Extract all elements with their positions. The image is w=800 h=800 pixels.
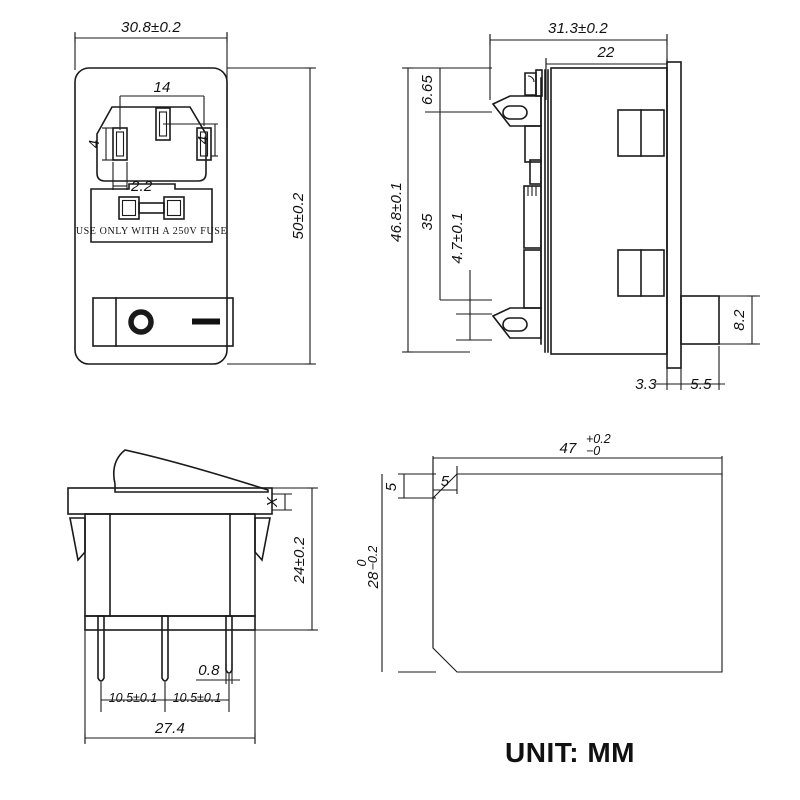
dim-cutout-width [432, 456, 723, 500]
dim-side-bottom-clip-offset [456, 270, 492, 341]
dim-label-pin-offset: 2.2 [130, 178, 153, 195]
switch-on-symbol-icon [192, 318, 220, 325]
dim-label-pin-span: 14 [153, 79, 170, 96]
dim-label-rocker-width: 27.4 [154, 720, 185, 737]
dim-label-cutout-chamfer-vertical: 5 [383, 482, 400, 491]
dim-label-rocker-terminal-thickness: 0.8 [198, 662, 220, 679]
dim-side-depth [489, 34, 668, 100]
dim-side-height [402, 67, 470, 353]
fuse-warning-label: USE ONLY WITH A 250V FUSE [76, 226, 227, 237]
side-contact-block-bottom [617, 249, 665, 297]
side-contact-block-top [617, 109, 665, 157]
rocker-switch-view: X 24±0.2 10.5±0.1 10.5±0.1 [67, 449, 318, 744]
rocker-terminal-3 [225, 615, 233, 674]
dim-cutout-chamfer-vertical [398, 473, 436, 499]
rocker-latch-left [69, 517, 86, 562]
dim-side-tab-height [719, 295, 760, 345]
unit-note: UNIT: MM [505, 737, 635, 768]
side-body-block [550, 67, 668, 355]
dim-rocker-terminal-thickness [196, 664, 240, 684]
dim-label-pin-width-left: 4 [86, 140, 103, 149]
dim-rocker-pitch-a [100, 682, 166, 712]
fuse-symbol [118, 196, 185, 220]
dim-label-cutout-height-tol-upper: 0 [355, 559, 369, 566]
inlet-pin-neutral [196, 127, 212, 161]
rocker-paddle[interactable] [112, 449, 269, 493]
dim-pin-width-right [163, 123, 218, 157]
dim-label-side-depth: 31.3±0.2 [548, 20, 608, 37]
dim-rocker-width [84, 630, 256, 744]
front-body-outline [74, 67, 228, 365]
dim-pin-width-left [102, 127, 118, 161]
fuse-holder-outline [90, 183, 213, 243]
dim-label-front-width: 30.8±0.2 [121, 19, 181, 36]
cutout-outline [432, 473, 723, 673]
dim-label-side-bottom-clip-offset: 4.7±0.1 [449, 212, 466, 263]
dim-label-rocker-pitch-b: 10.5±0.1 [173, 691, 222, 705]
iec-inlet-recess [96, 106, 207, 182]
side-rear-tab [680, 295, 720, 345]
dim-label-cutout-width-tol-upper: +0.2 [586, 432, 611, 446]
dim-rocker-height [255, 487, 318, 631]
dim-label-pin-width-right: 4 [195, 136, 212, 145]
side-front-flange [666, 61, 682, 369]
dim-pin-offset [112, 162, 128, 190]
front-view: 14 4 4 2.2 [74, 19, 316, 365]
side-bottom-mounting-clip [491, 307, 542, 339]
dim-cutout-chamfer-horizontal [432, 458, 458, 500]
side-terminal-stack [523, 125, 542, 309]
rocker-base-plate [84, 615, 256, 631]
dim-label-rocker-bezel-lip: X [264, 496, 281, 508]
dim-label-cutout-width-tol-lower: −0 [586, 444, 600, 458]
dim-pin-span [119, 95, 205, 130]
dim-label-front-height: 50±0.2 [290, 192, 307, 239]
dim-front-height [227, 67, 316, 365]
switch-off-symbol-icon [128, 309, 154, 335]
dim-label-side-body-depth: 22 [596, 44, 615, 61]
dim-side-top-clip-offset [425, 67, 492, 113]
dim-label-side-height: 46.8±0.1 [388, 182, 405, 242]
rocker-latch-right [254, 517, 271, 562]
dim-label-side-tab-height: 8.2 [731, 309, 748, 331]
dim-label-side-flange-thickness: 3.3 [635, 376, 657, 393]
dim-cutout-height [381, 473, 436, 673]
inlet-pin-earth [112, 127, 128, 161]
dim-label-cutout-chamfer-horizontal: 5 [441, 473, 450, 490]
dim-label-cutout-height-tol-lower: −0.2 [366, 546, 380, 571]
dim-side-tab-depth [681, 346, 725, 390]
dim-label-rocker-height: 24±0.2 [291, 536, 308, 584]
front-rocker-switch[interactable] [92, 297, 234, 347]
dim-label-side-tab-depth: 5.5 [690, 376, 712, 393]
dim-front-width [74, 32, 228, 128]
dim-label-cutout-height: 28 [365, 571, 382, 590]
dim-rocker-bezel-lip [272, 493, 292, 511]
dim-side-body-depth [545, 58, 668, 100]
rocker-terminal-1 [97, 615, 105, 682]
dim-label-side-top-clip-offset: 6.65 [419, 75, 436, 105]
dim-side-clip-span [439, 112, 492, 301]
side-top-mounting-clip [491, 69, 543, 127]
dim-label-side-clip-span: 35 [419, 213, 436, 231]
dim-label-cutout-width: 47 [559, 440, 577, 457]
rocker-terminal-2 [161, 615, 169, 682]
side-view: 31.3±0.2 22 46.8±0.1 [388, 20, 760, 393]
dim-label-rocker-pitch-a: 10.5±0.1 [109, 691, 158, 705]
panel-cutout-view: 47 +0.2 −0 5 5 28 [355, 432, 723, 673]
